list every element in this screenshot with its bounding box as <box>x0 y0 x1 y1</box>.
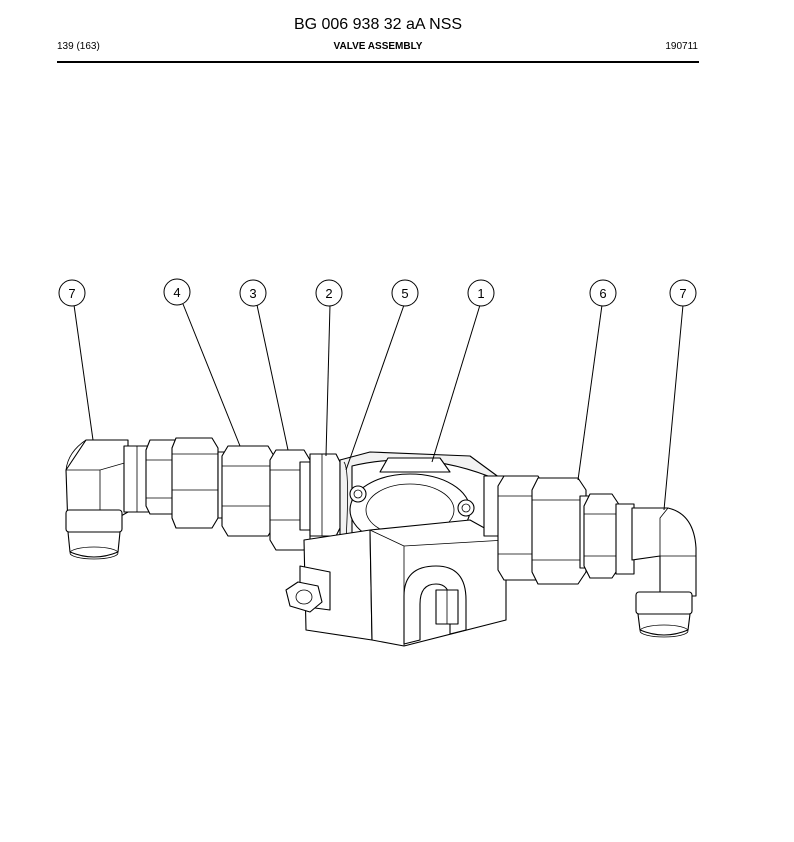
callout-balloon: 4 <box>163 278 191 306</box>
callout-label: 4 <box>173 285 180 300</box>
callout-label: 3 <box>249 286 256 301</box>
header-rule <box>57 61 699 63</box>
revision-code: 190711 <box>665 41 698 52</box>
locknut <box>269 449 311 551</box>
callout-label: 1 <box>477 286 484 301</box>
callout-balloon: 5 <box>391 279 419 307</box>
right-union-nut <box>483 475 591 585</box>
adapter-fitting <box>309 453 341 537</box>
callout-label: 7 <box>68 286 75 301</box>
solenoid-coil <box>285 519 507 647</box>
valve-seal-ring <box>343 461 348 541</box>
leader-line <box>256 304 289 451</box>
callout-balloon: 7 <box>669 279 697 307</box>
callout-balloon: 1 <box>467 279 495 307</box>
leader-line <box>663 304 684 511</box>
callout-balloon: 3 <box>239 279 267 307</box>
leader-line <box>431 304 481 463</box>
section-title: VALVE ASSEMBLY <box>333 41 423 52</box>
left-elbow-fitting <box>65 439 151 560</box>
leader-line <box>325 304 331 457</box>
document-number: BG 006 938 32 aA NSS <box>293 16 463 33</box>
callout-balloon: 2 <box>315 279 343 307</box>
callout-label: 5 <box>401 286 408 301</box>
callout-balloon: 6 <box>589 279 617 307</box>
left-union-nut <box>145 437 275 537</box>
leader-line <box>577 304 603 481</box>
callout-balloon: 7 <box>58 279 86 307</box>
leader-line <box>345 304 405 471</box>
callout-label: 2 <box>325 286 332 301</box>
right-hex-fitting <box>583 493 635 579</box>
callout-label: 6 <box>599 286 606 301</box>
leader-line <box>182 303 241 447</box>
callout-label: 7 <box>679 286 686 301</box>
page-info: 139 (163) <box>57 41 100 52</box>
right-elbow-fitting <box>631 507 697 638</box>
leader-line <box>73 304 94 441</box>
